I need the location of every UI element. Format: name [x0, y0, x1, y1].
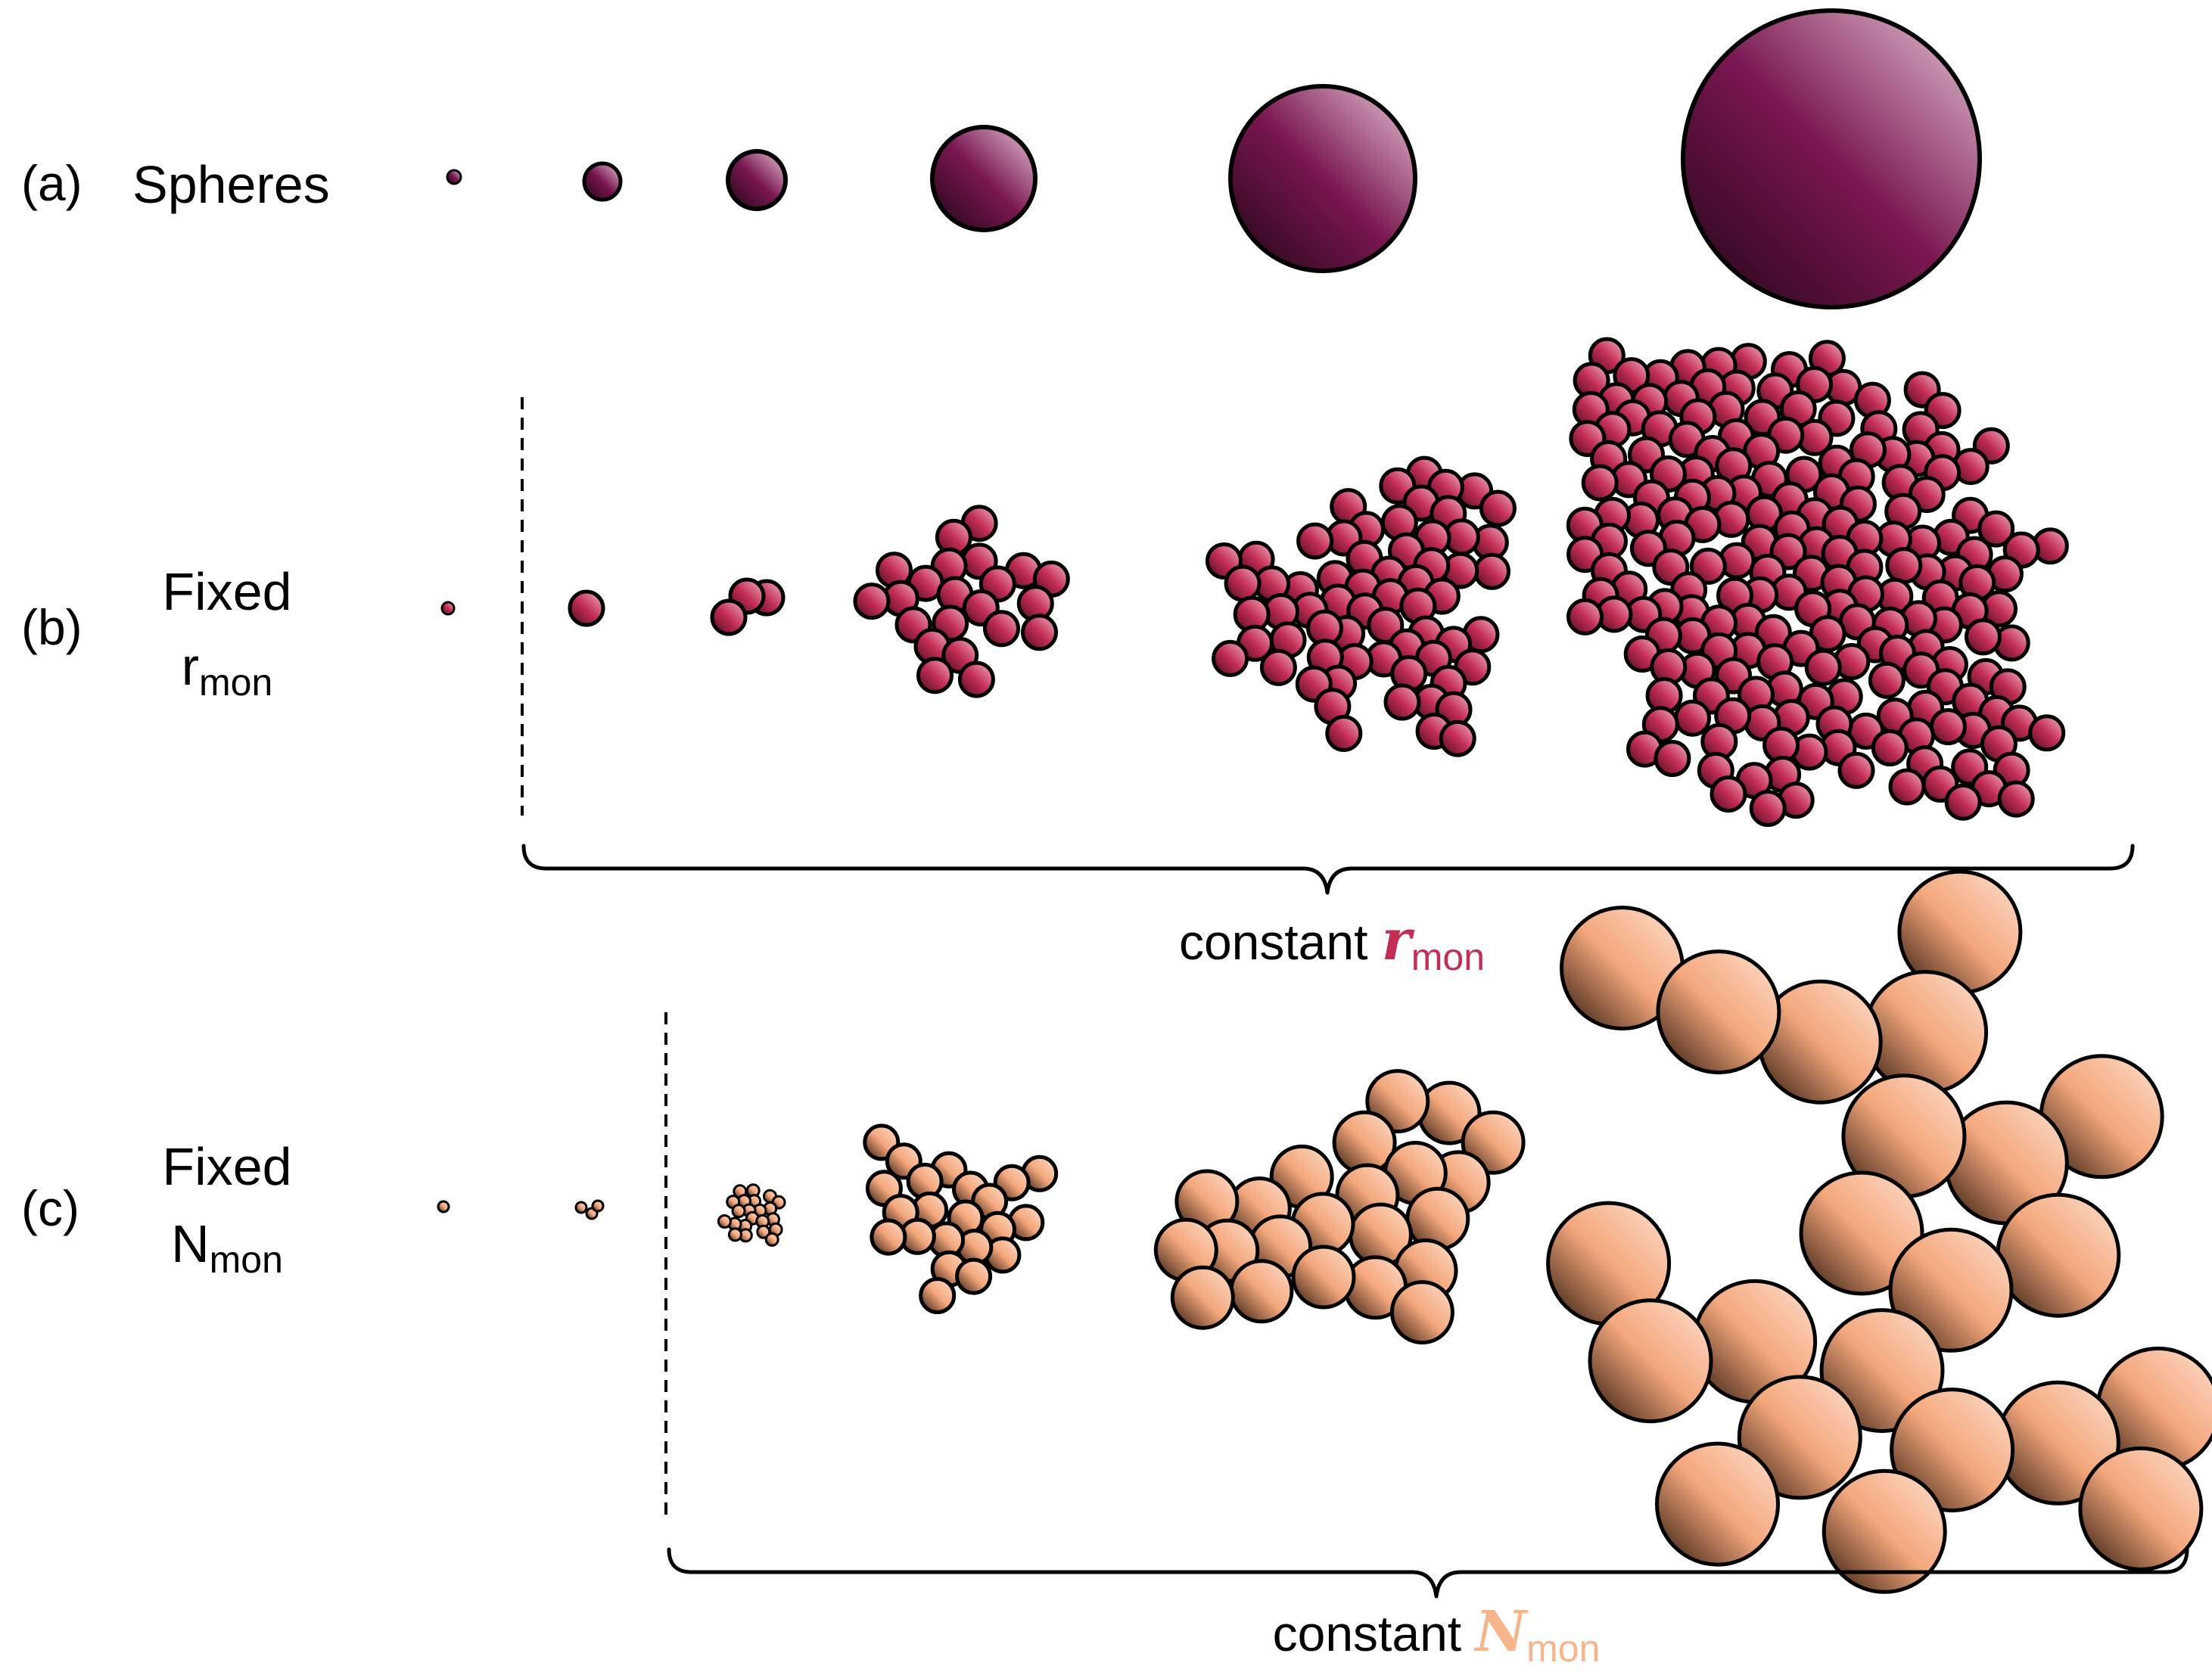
monomer: [957, 660, 995, 698]
monomer: [1655, 1441, 1780, 1567]
monomer: [1996, 1192, 2121, 1318]
row-b-title-symbol: r: [182, 637, 199, 696]
brace-constant-n: [667, 1547, 2189, 1599]
monomer: [1021, 614, 1058, 651]
brace-constant-n-subscript: mon: [1526, 1627, 1600, 1670]
monomer: [1588, 1298, 1713, 1424]
monomer: [1689, 547, 1727, 585]
monomer: [574, 1201, 588, 1214]
monomer: [1581, 464, 1619, 502]
monomer: [1224, 564, 1262, 602]
monomer: [2078, 1446, 2204, 1571]
monomer: [1868, 661, 1906, 699]
sphere: [726, 149, 788, 211]
monomer: [1737, 1375, 1862, 1500]
monomer: [727, 1227, 742, 1242]
brace-constant-r-caption: constant rmon: [1179, 908, 1485, 978]
monomer: [568, 589, 605, 627]
monomer: [919, 1277, 957, 1314]
row-b-title-symbol-line: rmon: [182, 637, 273, 704]
monomer: [1888, 1227, 2014, 1353]
monomer: [1822, 1468, 1947, 1594]
monomer: [1749, 790, 1787, 827]
monomer: [870, 1218, 907, 1256]
monomer: [1837, 751, 1875, 789]
monomer: [1296, 522, 1334, 560]
brace-constant-n-caption: constant Nmon: [1273, 1599, 1601, 1670]
row-c-title: Fixed: [162, 1137, 291, 1196]
row-c-title-subscript: mon: [210, 1238, 283, 1281]
monomer: [1389, 1280, 1454, 1345]
monomer: [1656, 949, 1781, 1075]
row-a-letter: (a): [21, 155, 82, 211]
monomer: [1325, 714, 1363, 752]
monomer: [2028, 714, 2066, 752]
monomer: [1291, 1245, 1356, 1310]
monomer: [591, 1199, 605, 1213]
row-b-aggregates: [440, 337, 2069, 827]
row-b-title-subscript: mon: [199, 661, 272, 704]
row-a-label: (a) Spheres: [21, 155, 330, 214]
row-c-letter: (c): [21, 1180, 79, 1236]
monomer: [1383, 683, 1421, 721]
sphere: [1228, 84, 1417, 273]
sphere: [1681, 8, 1982, 309]
monomer: [1229, 1259, 1294, 1324]
row-a-title: Spheres: [132, 155, 330, 214]
brace-constant-r-subscript: mon: [1411, 936, 1485, 978]
brace-constant-r-symbol: r: [1382, 908, 1415, 973]
monomer: [1674, 699, 1711, 737]
monomer: [1566, 598, 1604, 636]
monomer: [1479, 489, 1517, 527]
sphere: [582, 161, 623, 202]
monomer: [1997, 780, 2035, 818]
monomer: [1212, 639, 1249, 677]
row-b-label: (b) Fixed rmon: [21, 562, 292, 704]
monomer: [1259, 648, 1297, 686]
monomer: [1977, 510, 2015, 548]
monomer: [710, 598, 748, 636]
brace-constant-r: [521, 844, 2135, 895]
monomer: [983, 610, 1020, 648]
monomer: [764, 1232, 779, 1247]
monomer: [916, 657, 954, 695]
monomer: [1804, 648, 1842, 686]
sphere: [446, 169, 462, 185]
monomer: [1944, 783, 1982, 821]
monomer: [731, 1204, 746, 1219]
row-a-spheres: [446, 8, 1982, 309]
monomer: [955, 1257, 993, 1295]
monomer: [1819, 1308, 1945, 1434]
row-c-aggregates: [437, 869, 2212, 1594]
monomer: [1473, 552, 1510, 590]
brace-constant-n-symbol: N: [1473, 1599, 1528, 1664]
monomer: [717, 1214, 732, 1229]
monomer: [440, 601, 456, 616]
monomer: [1439, 719, 1476, 757]
monomer: [756, 1224, 771, 1239]
monomer: [853, 583, 891, 620]
monomer: [1654, 740, 1691, 777]
monomer: [1965, 618, 2002, 656]
monomer: [1799, 1170, 1924, 1296]
monomer: [1890, 1388, 2015, 1513]
monomer: [1929, 708, 1967, 745]
sphere: [930, 125, 1038, 232]
brace-constant-r-word: constant: [1179, 914, 1368, 970]
monomer: [1863, 970, 1989, 1095]
row-b-title: Fixed: [162, 562, 291, 621]
monomer: [1888, 768, 1926, 806]
row-c-title-symbol-line: Nmon: [171, 1214, 283, 1281]
monomer: [437, 1200, 450, 1214]
row-b-letter: (b): [21, 599, 82, 655]
row-c-label: (c) Fixed Nmon: [21, 1137, 292, 1281]
monomer: [1871, 729, 1909, 766]
brace-constant-n-word: constant: [1273, 1605, 1462, 1661]
monomer: [1710, 775, 1747, 813]
monomer: [1170, 1265, 1235, 1330]
monomer: [1885, 547, 1923, 585]
row-c-title-symbol: N: [171, 1214, 210, 1273]
